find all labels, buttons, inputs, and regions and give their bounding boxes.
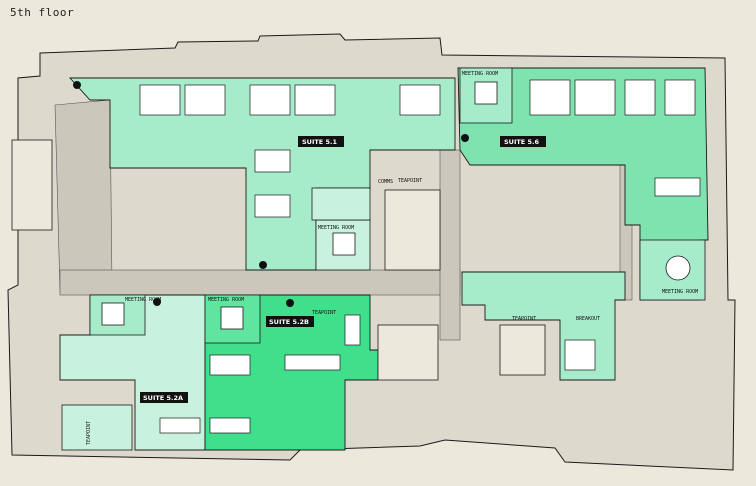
- suite-5-6-zone: [457, 67, 709, 301]
- corridor-mid-vertical: [439, 149, 461, 341]
- suite-tag-5-1[interactable]: SUITE 5.1: [298, 136, 344, 147]
- breakout-label: BREAKOUT: [576, 316, 600, 322]
- meeting-room-label: MEETING ROOM: [462, 71, 498, 77]
- room-labels: MEETING ROOM MEETING ROOM MEETING ROOM M…: [86, 71, 698, 445]
- lift-block: [11, 139, 53, 231]
- teapoint-label: TEAPOINT: [312, 310, 336, 316]
- suite-label: SUITE 5.1: [302, 138, 338, 146]
- suite-5-2b-zone: [204, 294, 379, 451]
- suite-tag-5-2a[interactable]: SUITE 5.2A: [140, 392, 188, 403]
- floor-title: 5th floor: [10, 6, 75, 19]
- corridor-horizontal: [59, 269, 461, 296]
- meeting-room-label: MEETING ROOM: [318, 225, 354, 231]
- wc-block-lower: [377, 324, 439, 381]
- desk-clusters: [139, 79, 701, 434]
- wc-block-upper: [384, 189, 441, 271]
- suite-tag-5-2b[interactable]: SUITE 5.2B: [266, 316, 314, 327]
- suite-label: SUITE 5.6: [504, 138, 540, 146]
- meeting-room-label: MEETING ROOM: [662, 289, 698, 295]
- suite-5-1-zone: [68, 77, 456, 271]
- teapoint-label: TEAPOINT: [86, 421, 92, 445]
- suite-label: SUITE 5.2A: [143, 394, 183, 402]
- suite-5-2a-zone: [59, 294, 206, 451]
- teapoint-label: TEAPOINT: [512, 316, 536, 322]
- teapoint-label: TEAPOINT: [398, 178, 422, 184]
- suite-tag-5-6[interactable]: SUITE 5.6: [500, 136, 546, 147]
- stair-block: [499, 324, 546, 376]
- meeting-room-label: MEETING ROOM: [125, 297, 161, 303]
- core-blocks: [11, 139, 546, 381]
- plants: [73, 81, 469, 307]
- corridor-left-vertical: [54, 99, 113, 293]
- suite-label: SUITE 5.2B: [269, 318, 309, 326]
- meeting-tables: [101, 81, 691, 330]
- comms-label: COMMS: [378, 179, 393, 185]
- meeting-room-label: MEETING ROOM: [208, 297, 244, 303]
